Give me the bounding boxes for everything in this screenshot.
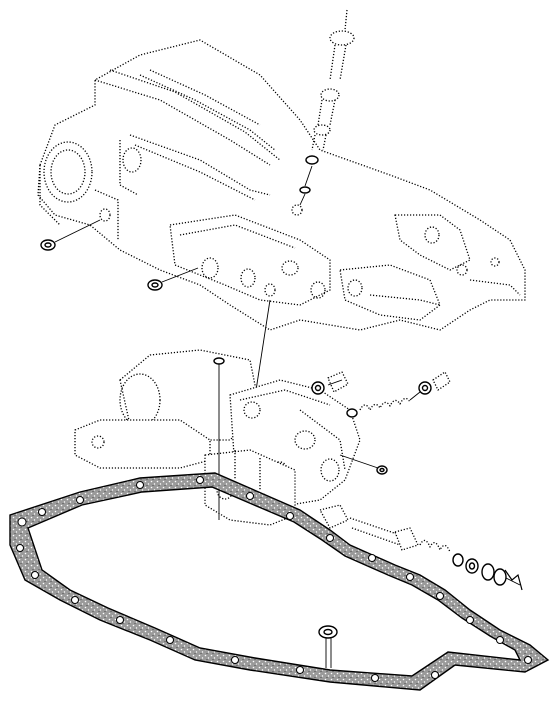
- side-bolt-left: [40, 219, 101, 251]
- side-bolt-lower-left: [147, 267, 199, 291]
- spring-assembly-lower: [319, 504, 523, 591]
- gasket-holes: [16, 476, 532, 682]
- upper-housing: [37, 39, 526, 331]
- spring-assembly-upper: [311, 371, 451, 418]
- gasket-bolt: [318, 625, 338, 668]
- gasket: [9, 472, 550, 691]
- stud-bolt-assembly: [299, 9, 355, 206]
- side-bolt-right: [339, 454, 388, 475]
- valve-body: [74, 349, 361, 526]
